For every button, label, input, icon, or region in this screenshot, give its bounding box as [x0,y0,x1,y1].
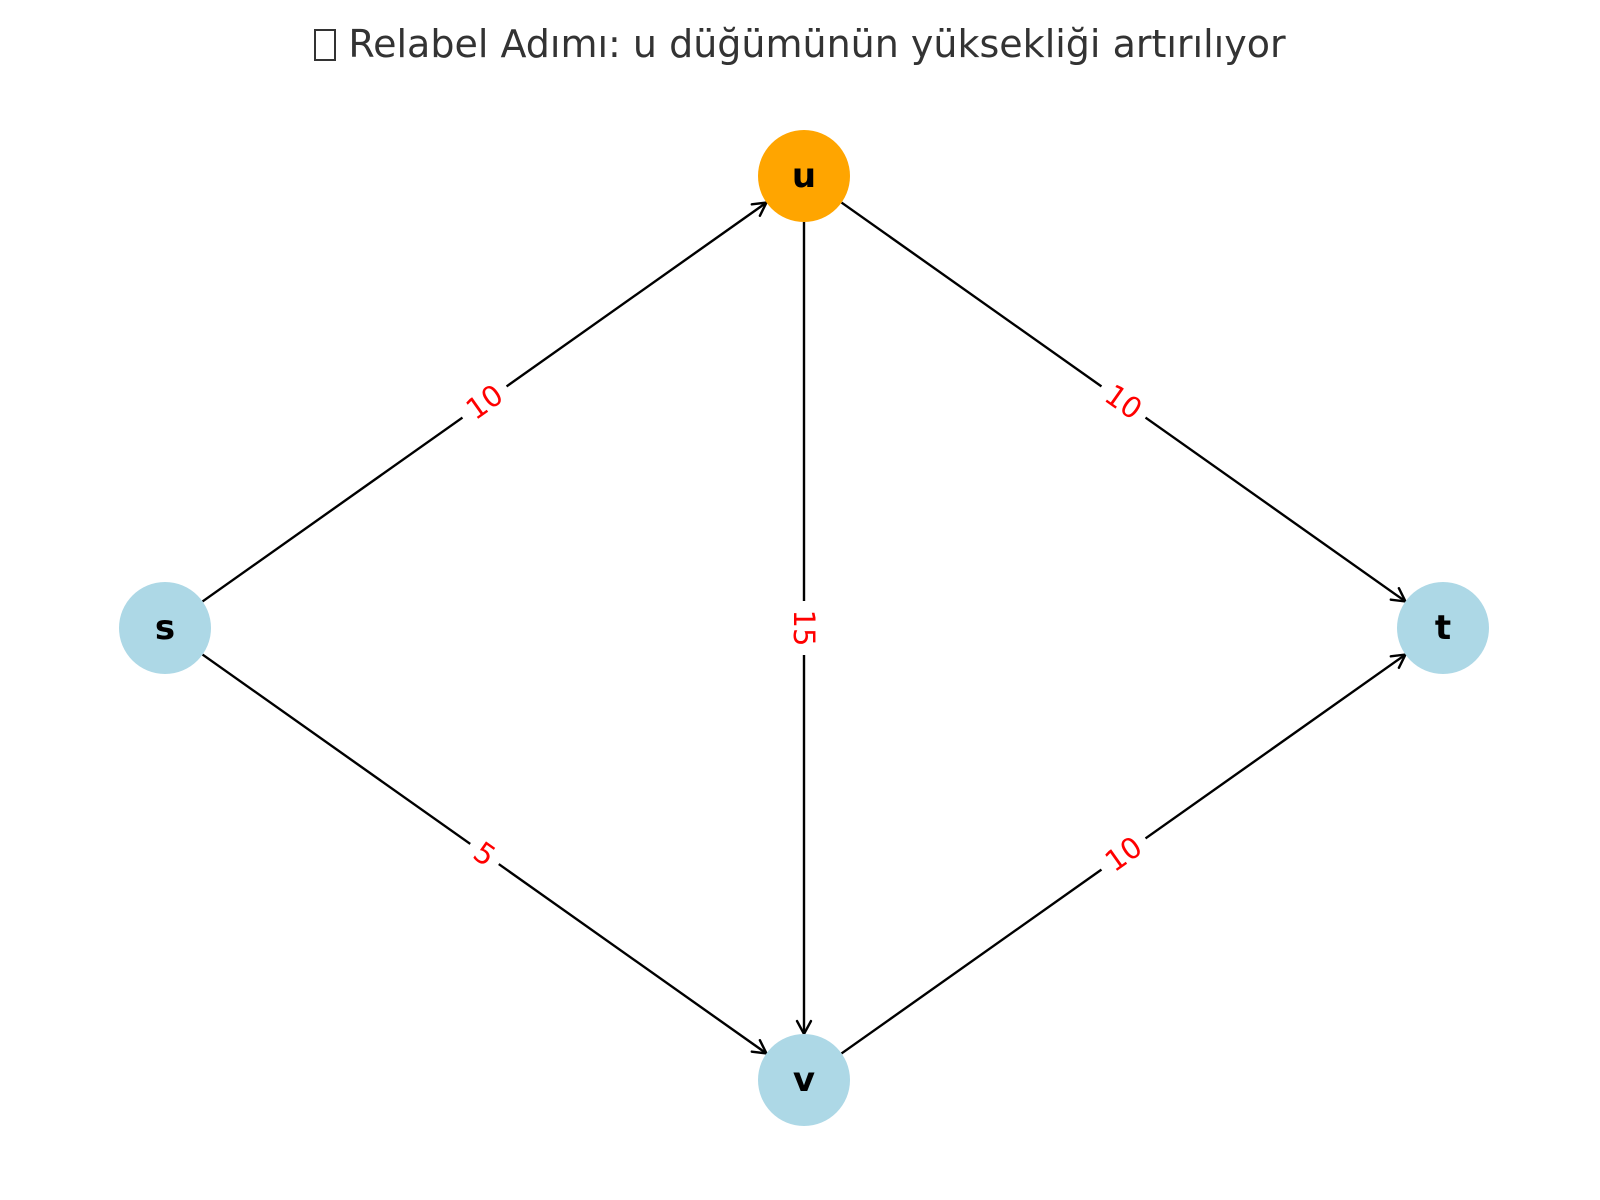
nodes-layer: s u v t [119,130,1489,1126]
node-v-circle [758,1034,850,1126]
edge-s-u-label-group: 10 [452,371,517,433]
diagram-title-text: Relabel Adımı: u düğümünün yüksekliği ar… [348,22,1286,66]
node-t-label: t [1435,608,1451,648]
box-glyph-icon [314,29,337,61]
edge-s-v-label-background [459,829,510,879]
edge-v-t-label-background [1091,823,1156,885]
diagram-title: Relabel Adımı: u düğümünün yüksekliği ar… [0,22,1600,66]
node-v-label: v [793,1060,815,1100]
edge-s-v-label-group: 5 [459,829,510,879]
edge-v-t-label-group: 10 [1091,823,1156,885]
node-u-circle [758,130,850,222]
edge-u-t-label-background [1091,371,1156,433]
node-s-circle [119,582,211,674]
edge-u-t-label-group: 10 [1091,371,1156,433]
node-u: u [758,130,850,222]
node-t: t [1397,582,1489,674]
edge-u-v-label-group: 15 [786,601,822,655]
edge-labels-layer: 10 5 15 10 10 [452,371,1156,885]
node-v: v [758,1034,850,1126]
node-u-label: u [792,156,816,196]
node-s: s [119,582,211,674]
edge-capacity-label: 15 [787,610,821,647]
edge-u-v-label-background [786,601,822,655]
node-s-label: s [155,608,175,648]
edge-s-u-label-background [452,371,517,433]
node-t-circle [1397,582,1489,674]
